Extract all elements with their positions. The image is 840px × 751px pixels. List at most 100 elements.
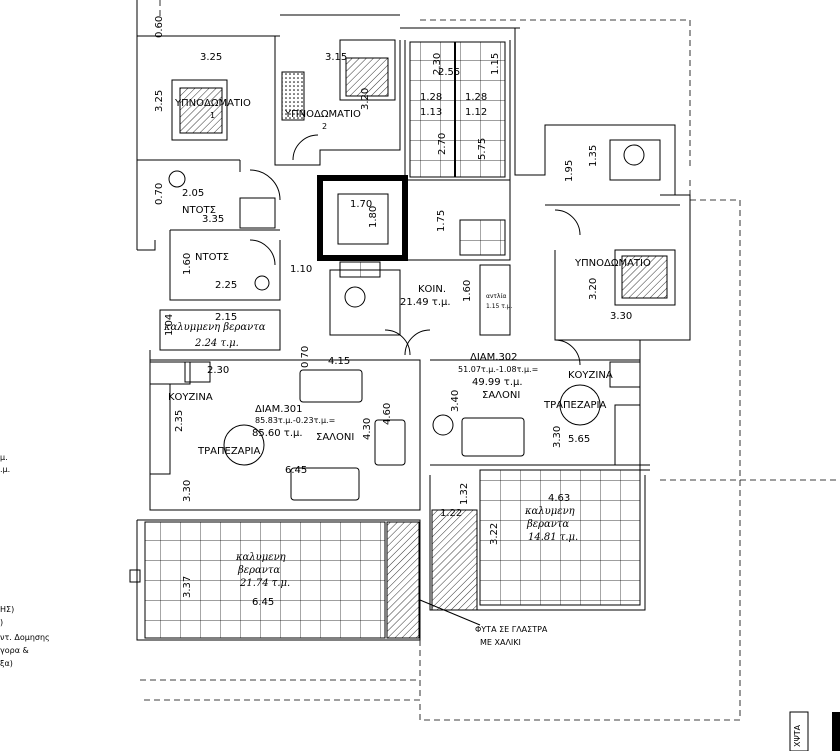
veranda-301 — [144, 521, 386, 639]
left-frag-1: ΗΣ) — [0, 605, 14, 614]
dining-301-label: ΤΡΑΠΕΖΑΡΙΑ — [197, 446, 260, 457]
dim: 1.95 — [564, 160, 575, 182]
bed-2 — [339, 39, 396, 101]
dim: 4.60 — [382, 403, 393, 425]
plants — [386, 509, 481, 639]
apt-302-calc: 51.07τ.μ.-1.08τ.μ.= — [458, 365, 538, 374]
dim: 3.37 — [182, 576, 193, 598]
left-frag-6: μ. — [0, 453, 8, 462]
dim: 0.60 — [154, 16, 165, 38]
dim: 3.35 — [202, 214, 224, 225]
bathroom-fixtures — [168, 139, 661, 308]
dim: 1.60 — [462, 280, 473, 302]
room-bedroom1-label: ΥΠΝΟΔΩΜΑΤΙΟ — [174, 98, 251, 109]
dim: 2.30 — [207, 365, 229, 376]
veranda-302-line1: καλυμενη — [524, 506, 575, 517]
corner-tag: ΧΨΤΑ — [793, 724, 802, 747]
wardrobe — [281, 71, 305, 121]
dim: 5.65 — [568, 434, 590, 445]
plants-note-1: ΦΥΤΑ ΣΕ ΓΛΑΣΤΡΑ — [475, 625, 548, 634]
plants-note-2: ΜΕ ΧΑΛΙΚΙ — [480, 638, 521, 647]
dim: 1.60 — [182, 253, 193, 275]
dim: 6.45 — [285, 465, 307, 476]
dim: 1.12 — [465, 107, 487, 118]
left-frag-3: ντ. Δομησης — [0, 633, 50, 642]
left-frag-2: ) — [0, 618, 3, 627]
doors — [249, 134, 581, 366]
marker-box — [129, 569, 141, 583]
dim: 1.15 — [490, 53, 501, 75]
room-common-label: ΚΟΙΝ. — [418, 284, 446, 295]
dim: 2.25 — [215, 280, 237, 291]
dim: 1.04 — [164, 314, 175, 336]
left-frag-5: ξα) — [0, 659, 13, 668]
room-bedroom2-label: ΥΠΝΟΔΩΜΑΤΙΟ — [284, 109, 361, 120]
edge-block — [832, 712, 840, 751]
apt-302-name: ΔΙΑΜ.302 — [470, 352, 518, 363]
left-frag-4: γορα & — [0, 646, 29, 655]
kitchen-301-label: ΚΟΥΖΙΝΑ — [168, 392, 213, 403]
dim: 1.10 — [290, 264, 312, 275]
room-common-area: 21.49 τ.μ. — [400, 297, 451, 308]
dim: 3.15 — [325, 52, 347, 63]
salon-301-label: ΣΑΛΟΝΙ — [316, 432, 354, 443]
veranda-small-label: καλυμμενη βεραντα — [163, 322, 266, 333]
lift-line1: αντλία — [486, 293, 507, 300]
lift-line2: 1.15 τ.μ. — [486, 303, 513, 310]
apt-302-area: 49.99 τ.μ. — [472, 377, 523, 388]
dining-302-label: ΤΡΑΠΕΖΑΡΙΑ — [543, 400, 606, 411]
dim: 3.20 — [588, 278, 599, 300]
dim: 2.30 — [432, 53, 443, 75]
dim: 1.80 — [368, 206, 379, 228]
dim: 2.55 — [438, 67, 460, 78]
dim: 5.75 — [477, 138, 488, 160]
kitchen-302 — [609, 361, 641, 466]
veranda-301-line1: καλυμενη — [235, 552, 286, 563]
veranda-301-line2: βεραντα — [237, 565, 280, 576]
veranda-302 — [479, 469, 641, 606]
interior-walls — [137, 36, 680, 460]
dim: 1.70 — [350, 199, 372, 210]
room-shower1-label: ΝΤΟΤΣ — [182, 205, 216, 216]
dim: 1.32 — [459, 483, 470, 505]
dim: 2.70 — [437, 133, 448, 155]
bed-1 — [171, 79, 228, 141]
dim: 1.22 — [440, 508, 462, 519]
dim: 1.75 — [436, 210, 447, 232]
dim: 3.30 — [552, 426, 563, 448]
bed-3 — [614, 249, 676, 306]
apt-301-name: ΔΙΑΜ.301 — [255, 404, 303, 415]
veranda-302-area: 14.81 τ.μ. — [528, 532, 578, 543]
exterior-walls — [136, 0, 691, 641]
dim: 3.40 — [450, 390, 461, 412]
veranda-302-line2: βεραντα — [526, 519, 569, 530]
dim: 2.35 — [174, 410, 185, 432]
apt-301-area: 85.60 τ.μ. — [252, 428, 303, 439]
dim: 1.28 — [465, 92, 487, 103]
dim: 3.22 — [489, 523, 500, 545]
kitchen-302-label: ΚΟΥΖΙΝΑ — [568, 370, 613, 381]
dim: 1.35 — [588, 145, 599, 167]
dim: 4.63 — [548, 493, 570, 504]
dim: 0.70 — [154, 183, 165, 205]
kitchen-301 — [149, 361, 211, 475]
dim: 2.15 — [215, 312, 237, 323]
dim: 3.25 — [200, 52, 222, 63]
left-frag-7: .μ. — [0, 465, 10, 474]
staircase — [339, 41, 506, 278]
room-bedroom3-label: ΥΠΝΟΔΩΜΑΤΙΟ — [574, 258, 651, 269]
dim: 0.70 — [300, 346, 311, 368]
dim: 3.30 — [182, 480, 193, 502]
dim: 3.25 — [154, 90, 165, 112]
apt-301-calc: 85.83τ.μ.-0.23τ.μ.= — [255, 416, 335, 425]
dim: 2.05 — [182, 188, 204, 199]
dimensions: 3.25 3.15 2.55 1.28 1.28 1.13 1.12 2.05 … — [182, 52, 632, 608]
shaft — [317, 175, 408, 261]
furniture — [223, 369, 601, 501]
dim: 3.30 — [610, 311, 632, 322]
dim: 4.15 — [328, 356, 350, 367]
tag-box — [789, 711, 809, 751]
veranda-small-area: 2.24 τ.μ. — [194, 338, 239, 349]
salon-302-label: ΣΑΛΟΝΙ — [482, 390, 520, 401]
